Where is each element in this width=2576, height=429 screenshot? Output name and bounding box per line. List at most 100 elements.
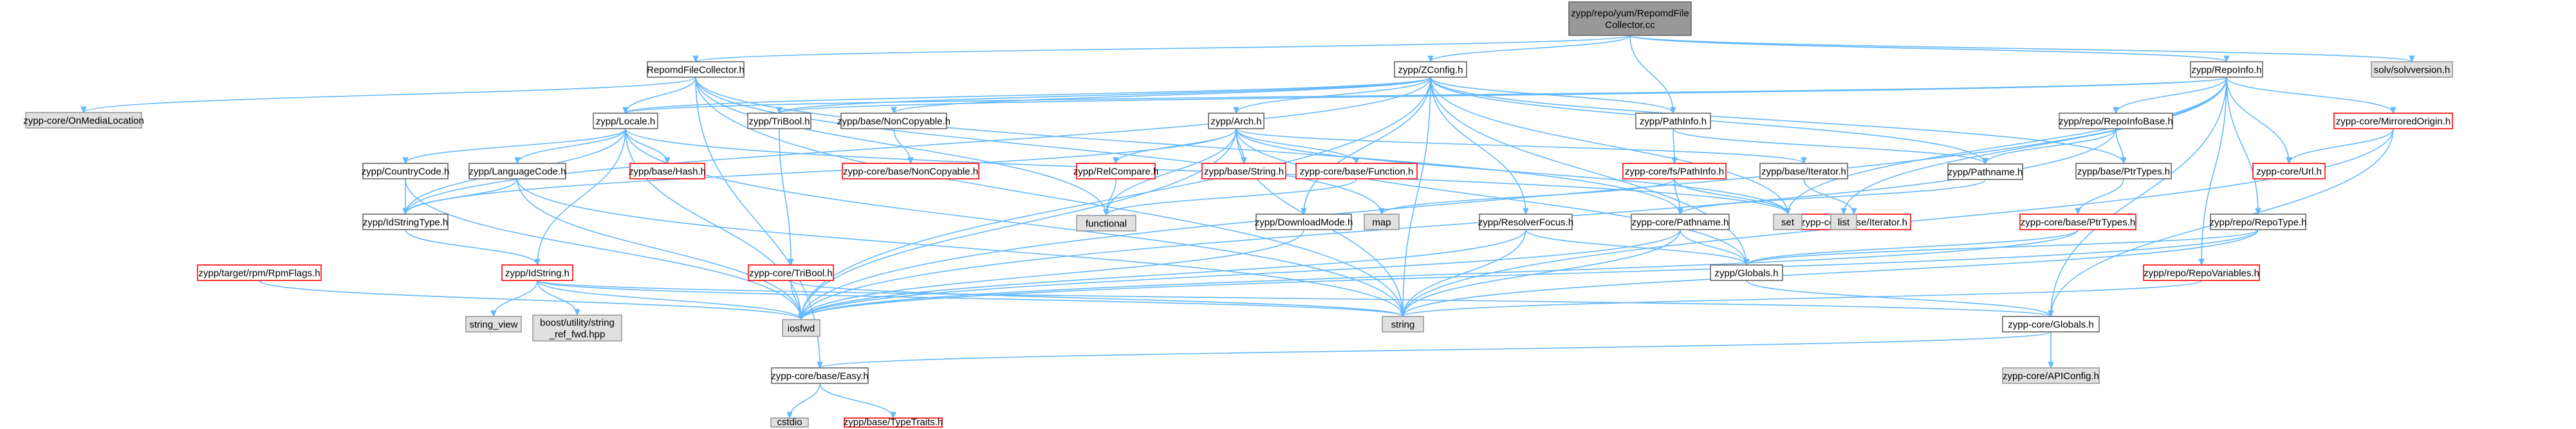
edge-locale-to-countrycode [402, 128, 626, 165]
node-ctribool[interactable]: zypp-core/TriBool.h [748, 264, 834, 281]
node-set: set [1773, 214, 1802, 230]
node-cglobals[interactable]: zypp-core/Globals.h [2002, 316, 2100, 333]
edge-idstrtype-to-idstring [405, 229, 541, 266]
edge-repoinfo-to-list [1840, 77, 2227, 215]
node-idstring[interactable]: zypp/IdString.h [501, 264, 573, 281]
edge-cglobals-to-apiconfig [2048, 332, 2054, 369]
node-label: zypp-core/TriBool.h [749, 268, 833, 278]
node-curl[interactable]: zypp-core/Url.h [2252, 163, 2326, 179]
node-resolver[interactable]: zypp/ResolverFocus.h [1478, 214, 1573, 230]
node-repotype[interactable]: zypp/repo/RepoType.h [2210, 214, 2307, 230]
node-easy[interactable]: zypp-core/base/Easy.h [771, 367, 869, 384]
node-ptrtypes[interactable]: zypp/base/PtrTypes.h [2075, 163, 2172, 179]
node-noncopy[interactable]: zypp/base/NonCopyable.h [837, 113, 950, 129]
node-globals[interactable]: zypp/Globals.h [1710, 264, 1783, 281]
node-label: zypp/base/TypeTraits.h [844, 417, 943, 428]
node-zconfig[interactable]: zypp/ZConfig.h [1394, 61, 1467, 78]
edge-cpathname-to-string [1400, 229, 1681, 318]
node-pathname[interactable]: zypp/Pathname.h [1947, 163, 2023, 180]
edge-zconfig-to-locale [622, 77, 1431, 114]
node-cpathname[interactable]: zypp-core/Pathname.h [1631, 214, 1730, 230]
edge-idstring-to-boostref [537, 280, 580, 316]
node-label: zypp/repo/RepoType.h [2210, 217, 2307, 228]
node-fspathinfo[interactable]: zypp-core/fs/PathInfo.h [1622, 163, 1727, 179]
node-boostref: boost/utility/string_ref_fwd.hpp [532, 315, 622, 342]
node-label: string [1391, 319, 1415, 330]
node-cptrtypes[interactable]: zypp-core/base/PtrTypes.h [2019, 214, 2136, 230]
edge-cglobals-to-easy [817, 331, 2052, 369]
node-label: zypp/Pathname.h [1948, 167, 2023, 178]
node-rfc[interactable]: RepomdFileCollector.h [647, 61, 745, 78]
edge-idstring-to-string_view [490, 280, 538, 318]
node-typetraits[interactable]: zypp/base/TypeTraits.h [844, 417, 943, 428]
edge-countrycode-to-iosfwd [405, 178, 804, 321]
edge-rpmflags-to-iosfwd [259, 280, 804, 321]
node-relcompare[interactable]: zypp/RelCompare.h [1073, 163, 1159, 179]
edge-locale-to-hash [625, 128, 671, 165]
node-label: set [1781, 217, 1795, 228]
edge-tribool-to-ctribool [779, 128, 794, 266]
edge-langcode-to-iosfwd [517, 178, 804, 321]
node-arch[interactable]: zypp/Arch.h [1208, 113, 1265, 129]
node-biter[interactable]: zypp/base/Iterator.h [1759, 163, 1848, 179]
node-label: zypp/repo/RepoInfoBase.h [2059, 116, 2173, 127]
node-countrycode[interactable]: zypp/CountryCode.h [362, 163, 450, 179]
edge-zconfig-to-dlmode [1301, 77, 1431, 215]
node-solvversion: solv/solvversion.h [2371, 61, 2453, 78]
node-label: zypp-core/Url.h [2256, 166, 2322, 177]
edge-zconfig-to-resolver [1430, 77, 1529, 215]
node-label: zypp/base/Iterator.h [1761, 166, 1846, 177]
node-label: cstdio [777, 417, 802, 428]
edge-idstring-to-cglobals [537, 280, 2054, 318]
node-label: list [1838, 217, 1850, 228]
node-iosfwd: iosfwd [782, 319, 820, 337]
node-repoinfo[interactable]: zypp/RepoInfo.h [2190, 61, 2263, 78]
node-label: zypp/IdStringType.h [363, 217, 449, 228]
edge-easy-to-cstdio [786, 383, 820, 419]
node-idstrtype[interactable]: zypp/IdStringType.h [362, 214, 449, 230]
node-hash[interactable]: zypp/base/Hash.h [629, 163, 706, 179]
node-functional: functional [1076, 215, 1136, 232]
edge-pathinfo-to-pathname [1673, 128, 1988, 165]
node-bfunction[interactable]: zypp-core/base/Function.h [1295, 163, 1418, 179]
node-pathinfo[interactable]: zypp/PathInfo.h [1635, 113, 1711, 129]
node-dlmode[interactable]: zypp/DownloadMode.h [1255, 214, 1353, 230]
node-label: zypp/ZConfig.h [1398, 64, 1463, 75]
edge-pathname-to-cpathname [1677, 179, 1986, 215]
edge-fspathinfo-to-set [1674, 178, 1791, 215]
edge-fspathinfo-to-map [1378, 178, 1675, 215]
node-string: string [1382, 316, 1424, 333]
node-bstring[interactable]: zypp/base/String.h [1201, 163, 1286, 179]
edge-locale-to-idstring [534, 128, 626, 266]
edge-zconfig-to-noncopy [891, 77, 1431, 114]
node-rpmflags[interactable]: zypp/target/rpm/RpmFlags.h [197, 264, 322, 281]
edge-repoinfo-to-iosfwd [798, 77, 2227, 321]
node-langcode[interactable]: zypp/LanguageCode.h [468, 163, 566, 179]
edge-biter-to-cbiter [1803, 178, 1857, 215]
node-label: solv/solvversion.h [2374, 64, 2450, 75]
node-map: map [1364, 214, 1400, 230]
node-mirrored[interactable]: zypp-core/MirroredOrigin.h [2333, 113, 2453, 129]
node-tribool[interactable]: zypp/TriBool.h [747, 113, 811, 129]
edge-mirrored-to-curl [2286, 128, 2394, 165]
node-ccnoncopy[interactable]: zypp-core/base/NonCopyable.h [842, 163, 979, 179]
edge-repotype-to-iosfwd [798, 229, 2259, 321]
node-label: zypp/TriBool.h [748, 116, 810, 127]
edge-arch-to-relcompare [1113, 128, 1237, 165]
node-label: zypp/Arch.h [1210, 116, 1261, 127]
edge-root-to-repoinfo [1629, 35, 2230, 63]
node-repoinfobase[interactable]: zypp/repo/RepoInfoBase.h [2059, 113, 2173, 129]
edge-dlmode-to-iosfwd [798, 229, 1304, 321]
node-repovars[interactable]: zypp/repo/RepoVariables.h [2143, 264, 2260, 281]
node-locale[interactable]: zypp/Locale.h [593, 113, 658, 129]
node-list: list [1830, 214, 1857, 230]
edge-rfc-to-oml [80, 77, 696, 114]
node-label: zypp/DownloadMode.h [1255, 217, 1353, 228]
node-label: zypp-core/fs/PathInfo.h [1625, 166, 1724, 177]
edge-langcode-to-idstrtype [402, 178, 518, 215]
edge-resolver-to-globals [1525, 229, 1750, 266]
node-label: zypp/CountryCode.h [362, 166, 450, 177]
